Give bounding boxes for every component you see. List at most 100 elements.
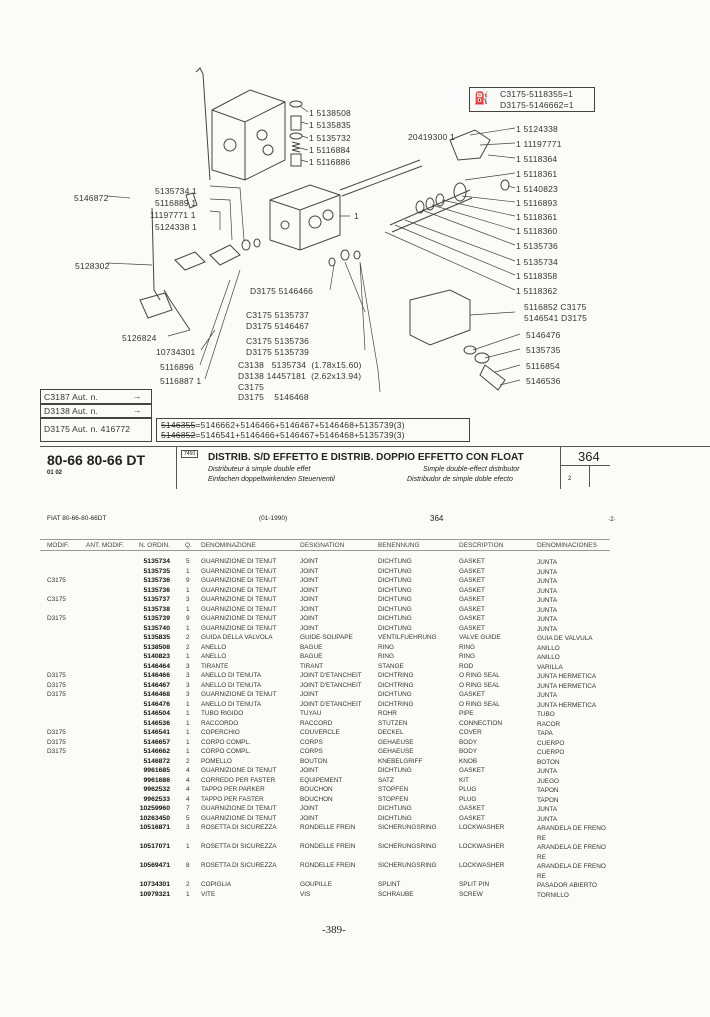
table-header: MODIF. ANT. MODIF. N. ORDIN. Q. DENOMINA… [40, 539, 610, 551]
cell-modif: D3175 [47, 738, 66, 746]
cell-benennung: DICHTUNG [378, 558, 412, 565]
cell-denominaciones: JUNTA [537, 606, 558, 614]
cell-description: GASKET [459, 805, 485, 812]
cell-part-number: 5135740 [143, 624, 170, 632]
callout-label: 5146541 D3175 [524, 313, 588, 323]
cell-denominaciones: TAPA [537, 730, 553, 737]
cell-part-number: 9962533 [143, 795, 170, 803]
cell-denominazione: ANELLO [201, 653, 227, 660]
cell-part-number: 5146541 [143, 729, 170, 736]
cell-description: RING [459, 643, 475, 651]
cell-quantity: 1 [186, 653, 190, 660]
valve-icon: ⛽ [474, 91, 489, 105]
cell-description: LOCKWASHER [459, 824, 505, 831]
cell-benennung: SCHRAUBE [378, 890, 414, 898]
cell-part-number: 5146872 [143, 757, 170, 765]
cell-description: PLUG [459, 786, 477, 793]
cell-benennung: GEHAEUSE [378, 738, 414, 746]
cell-denominaciones: JUNTA HERMETICA [537, 701, 597, 709]
cell-benennung: DECKEL [378, 729, 404, 736]
col-description: DESCRIPTION [459, 542, 504, 549]
cell-denominaciones: JUNTA [537, 806, 558, 813]
callout-label: C3175 5135736 [246, 336, 310, 346]
title-en: Simple double-effect distributor [423, 466, 520, 473]
cell-quantity: 4 [186, 786, 190, 793]
callout-label: 1 5135736 [516, 241, 558, 251]
cell-quantity: 4 [186, 767, 190, 774]
cell-part-number: 10516871 [139, 824, 170, 831]
cell-part-number: 5135738 [143, 605, 170, 613]
cell-denominaciones: TUBO [537, 711, 555, 718]
cell-quantity: 3 [186, 662, 190, 670]
callout-label: 5116887 1 [160, 376, 202, 386]
callout-label: D3175 5146466 [250, 286, 314, 296]
cell-denominazione: ANELLO DI TENUTA [201, 700, 262, 708]
cell-description: GASKET [459, 624, 485, 632]
cell-denominaciones: JUNTA [537, 768, 558, 775]
cell-designation: JOINT D'ETANCHEIT [300, 681, 362, 689]
cell-denominazione: COPIGLIA [201, 881, 232, 888]
cell-quantity: 1 [186, 843, 190, 850]
cell-benennung: DICHTUNG [378, 567, 412, 575]
cell-denominaciones: BOTON [537, 758, 560, 766]
group-number: 364 [578, 449, 600, 464]
model-title: 80-66 80-66 DT [47, 452, 146, 468]
cell-designation: TUYAU [300, 710, 322, 717]
cell-benennung: DICHTUNG [378, 615, 412, 622]
cell-part-number: 5135735 [143, 567, 170, 575]
cell-denominazione: GUARNIZIONE DI TENUT [201, 615, 277, 622]
callout-label: 5124338 1 [155, 222, 197, 232]
callout-label: 1 5118360 [516, 226, 558, 236]
cell-denominaciones: ARANDELA DE FRENO RE [537, 844, 606, 861]
cell-description: GASKET [459, 615, 485, 622]
cell-part-number: 5146468 [143, 691, 170, 698]
cell-benennung: RING [378, 643, 394, 651]
cell-quantity: 1 [186, 624, 190, 632]
cell-designation: JOINT [300, 596, 319, 603]
callout-label: 1 11197771 [516, 139, 562, 149]
title-fr: Distributeur à simple double effet [208, 466, 311, 473]
cell-benennung: SICHERUNGSRING [378, 843, 437, 850]
cell-designation: JOINT [300, 586, 319, 594]
cell-designation: CORPS [300, 738, 323, 746]
callout-label: 1 5124338 [516, 124, 558, 134]
cell-quantity: 2 [186, 643, 190, 651]
cell-denominazione: TIRANTE [201, 662, 229, 670]
callout-label: 5116854 [526, 361, 560, 371]
cell-quantity: 3 [186, 681, 190, 689]
cell-benennung: SICHERUNGSRING [378, 824, 437, 831]
col-denominaciones: DENOMINACIONES [537, 542, 597, 549]
cell-part-number: 5135736 [143, 577, 170, 584]
cell-modif: D3175 [47, 691, 66, 698]
cell-description: GASKET [459, 691, 485, 698]
cell-designation: JOINT [300, 615, 319, 622]
cell-denominaciones: PASADOR ABIERTO [537, 882, 598, 889]
cell-designation: BAGUE [300, 643, 323, 651]
legend-line: D3175-5146662=1 [500, 100, 574, 110]
callout-label: D3175 5146467 [246, 321, 310, 331]
cell-denominazione: GUARNIZIONE DI TENUT [201, 567, 277, 575]
cell-quantity: 1 [186, 738, 190, 746]
cell-part-number: 5135737 [143, 596, 170, 603]
cell-denominazione: GUIDA DELLA VALVOLA [201, 634, 273, 641]
cell-part-number: 5146657 [143, 738, 170, 746]
callout-label: 1 5135732 [309, 133, 351, 143]
cell-denominaciones: TORNILLO [537, 891, 569, 899]
cell-designation: EQUIPEMENT [300, 776, 343, 784]
cell-description: ROD [459, 662, 474, 670]
variant-codes: 01 02 [47, 470, 63, 476]
cell-denominaciones: TAPON [537, 787, 559, 794]
cell-description: SCREW [459, 890, 483, 898]
cell-benennung: RING [378, 653, 394, 660]
cell-benennung: STOPFEN [378, 795, 409, 803]
divider [589, 465, 590, 487]
note-c3187: C3187 Aut. n.→ [40, 389, 152, 404]
